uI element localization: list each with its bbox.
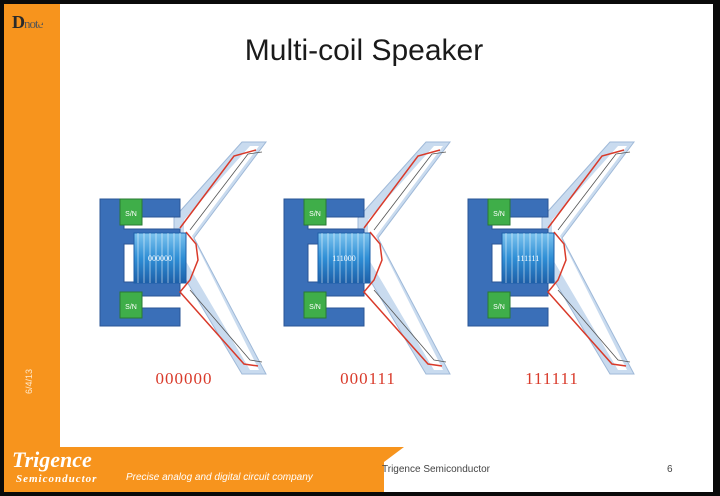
wire-red-bottom	[363, 231, 443, 367]
logo-dots-icon	[38, 12, 53, 30]
footer-company: Trigence Semiconductor	[382, 464, 491, 475]
speaker-caption-1: 000000	[155, 369, 213, 388]
speaker-3: S/N S/N 111111	[467, 141, 635, 375]
magnet-top-label: S/N	[125, 211, 137, 218]
trigence-logo-sub: Semiconductor	[16, 473, 98, 485]
wire-outline-bottom	[373, 289, 447, 363]
magnet-bottom	[303, 291, 327, 319]
wire-red-bottom	[179, 231, 259, 367]
footer-tagline: Precise analog and digital circuit compa…	[126, 472, 313, 483]
voice-coil	[133, 232, 187, 284]
magnet-top-label: S/N	[493, 211, 505, 218]
coil-code: 000000	[148, 254, 172, 263]
trigence-logo: Trigence	[12, 447, 92, 472]
page-number: 6	[667, 464, 673, 475]
slide-title: Multi-coil Speaker	[244, 34, 484, 67]
magnet-bottom-label: S/N	[493, 304, 505, 311]
magnet-top-label: S/N	[309, 211, 321, 218]
magnet-top	[119, 198, 143, 226]
footer-brand-band	[4, 447, 384, 492]
wire-red-top	[363, 149, 441, 229]
voice-coil	[317, 232, 371, 284]
logo-sub: note	[24, 16, 43, 31]
voice-coil	[501, 232, 555, 284]
wire-red-bottom	[547, 231, 627, 367]
speaker-cone-inner	[552, 146, 627, 370]
coil-code: 111000	[332, 254, 355, 263]
wire-outline-top	[557, 151, 631, 231]
wire-outline-top	[189, 151, 263, 231]
speaker-caption-2: 000111	[340, 369, 396, 388]
speaker-cone-inner	[368, 146, 443, 370]
sidebar-accent	[4, 4, 60, 447]
logo-main: D	[12, 12, 25, 32]
wire-outline-top	[373, 151, 447, 231]
magnet-bottom	[119, 291, 143, 319]
coil-code: 111111	[517, 254, 540, 263]
magnet-bottom-label: S/N	[125, 304, 137, 311]
wire-outline-bottom	[557, 289, 631, 363]
magnet-bottom-label: S/N	[309, 304, 321, 311]
speaker-2: S/N S/N 111000	[283, 141, 451, 375]
wire-red-top	[547, 149, 625, 229]
speaker-1: S/N S/N 000000	[99, 141, 267, 375]
dnote-logo: Dnote	[12, 12, 43, 33]
magnet-top	[303, 198, 327, 226]
speaker-caption-3: 111111	[525, 369, 579, 388]
speaker-cone-inner	[184, 146, 259, 370]
magnet-bottom	[487, 291, 511, 319]
wire-red-top	[179, 149, 257, 229]
footer-band-slant	[344, 447, 404, 492]
wire-outline-bottom	[189, 289, 263, 363]
magnet-top	[487, 198, 511, 226]
